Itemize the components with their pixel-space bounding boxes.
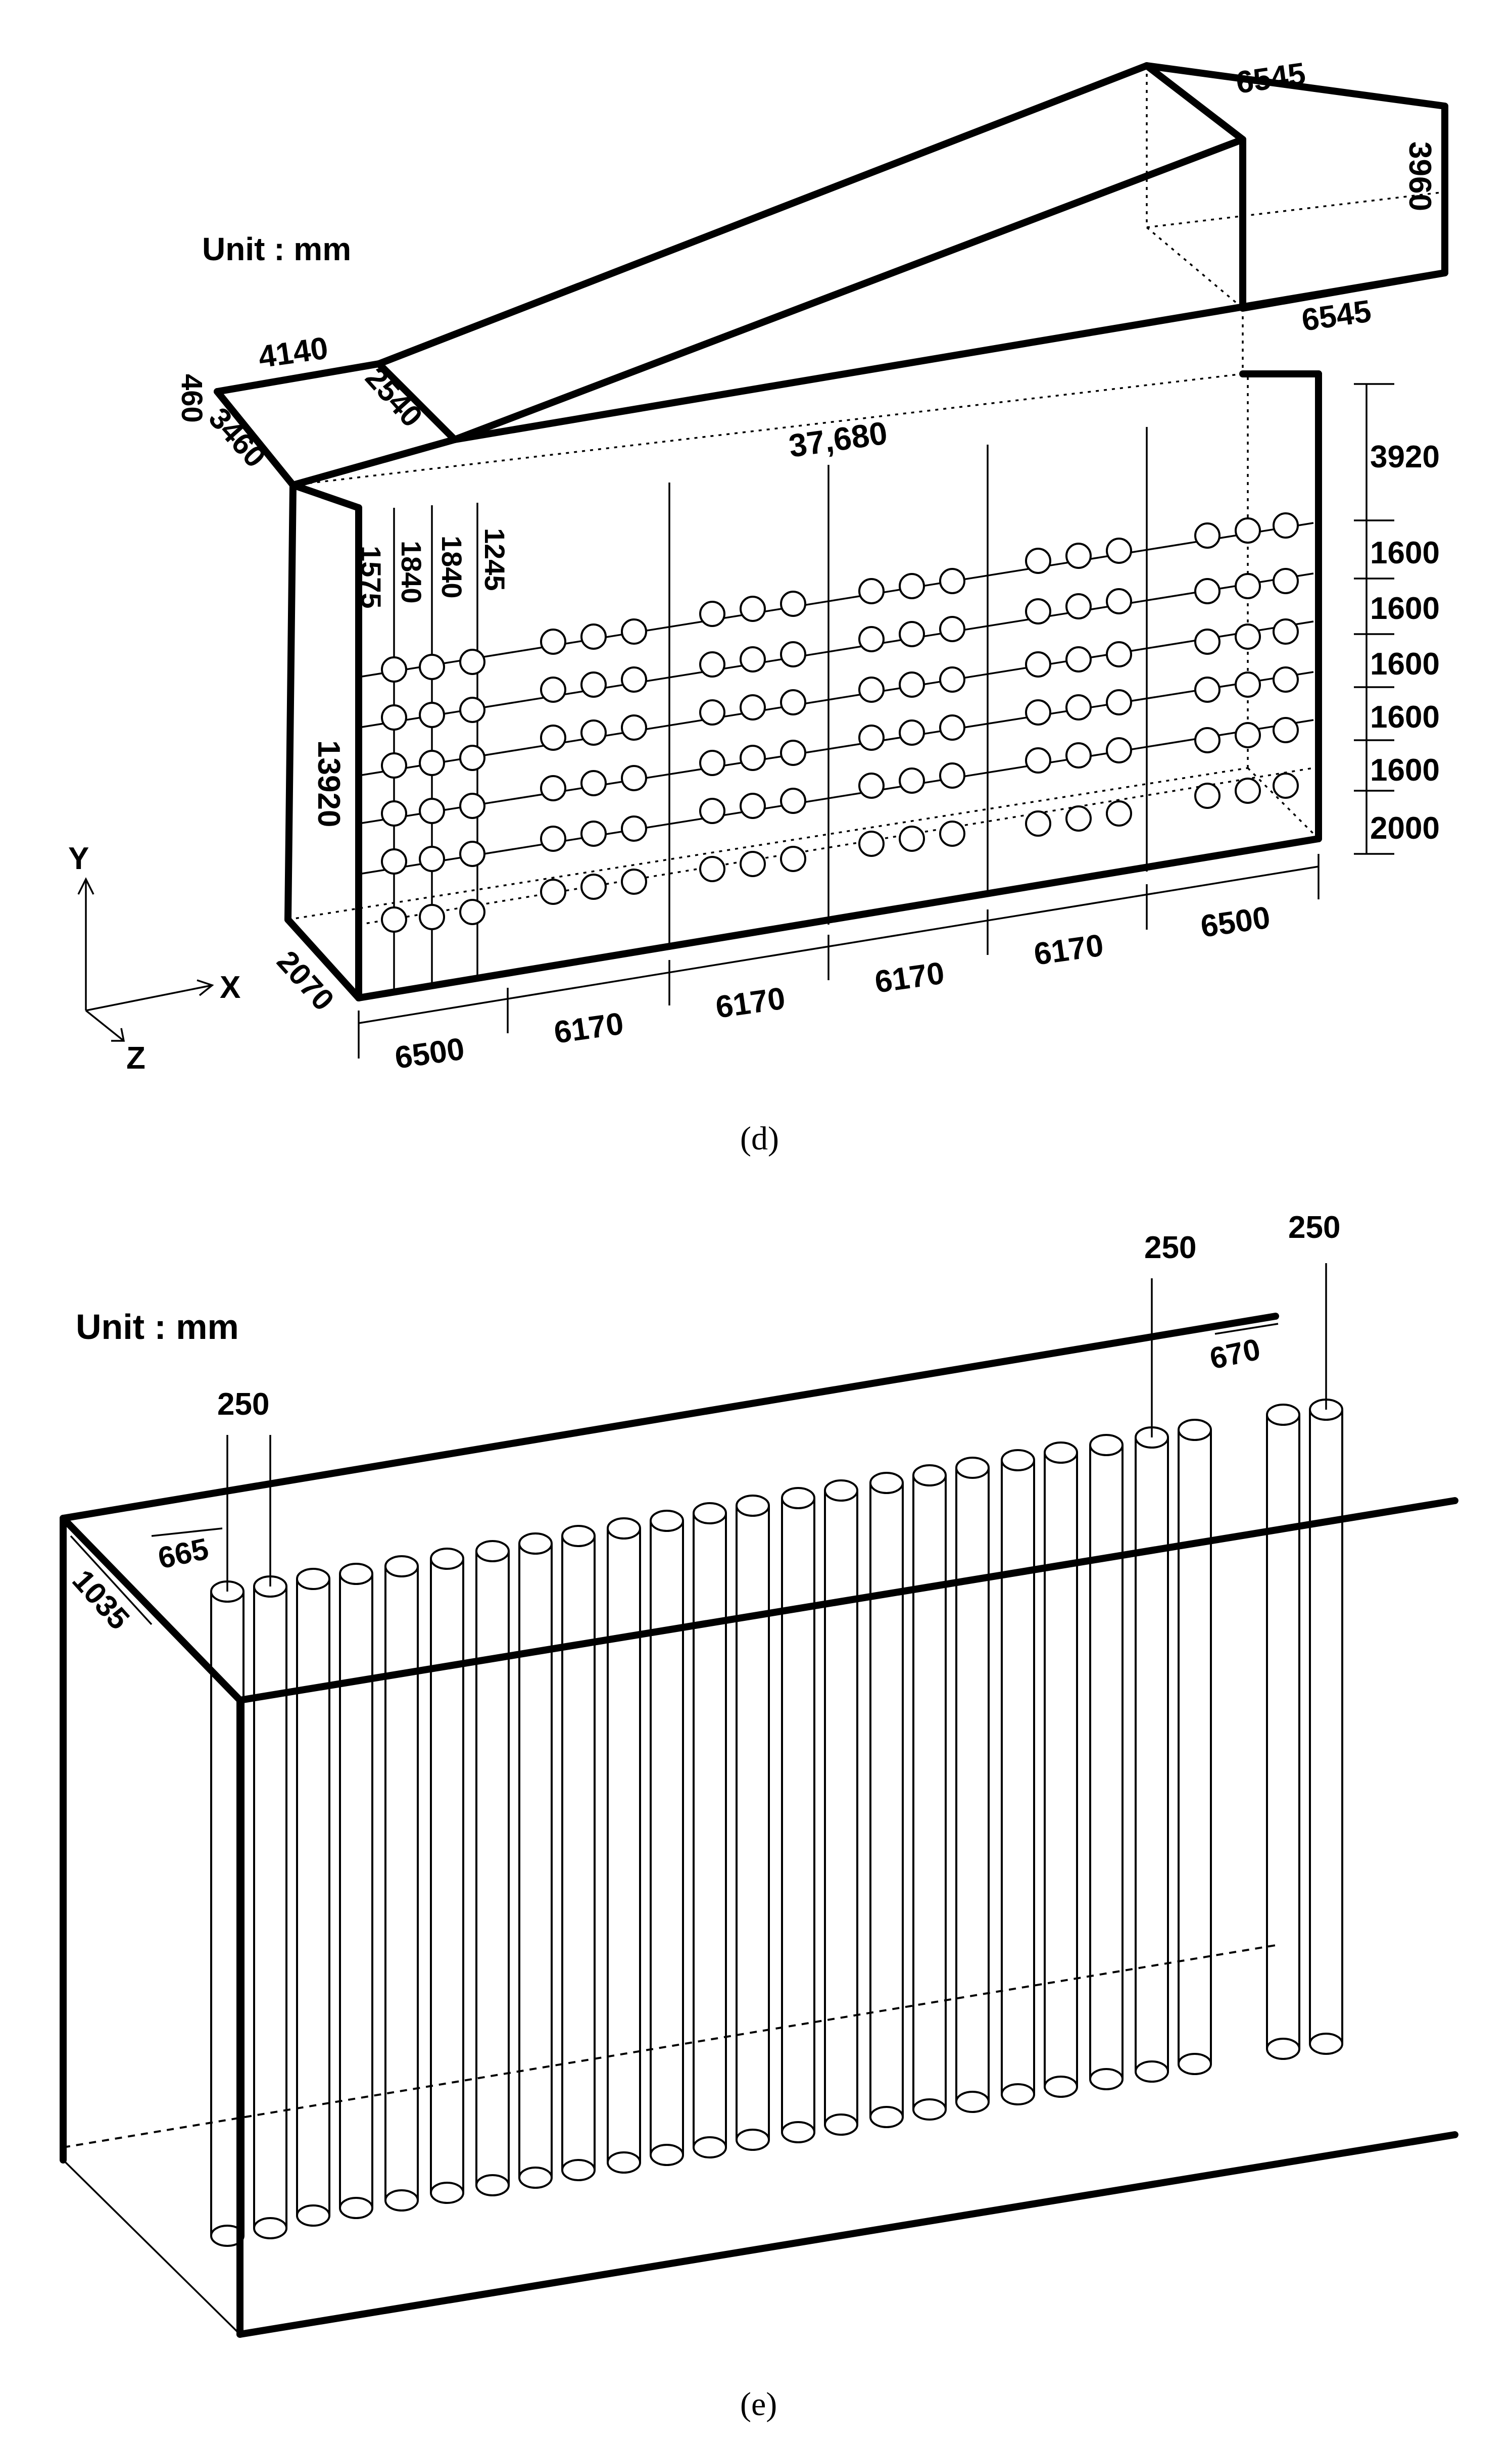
label-6170-c: 6170: [872, 955, 946, 1000]
label-duct-start-width: 2540: [359, 361, 429, 434]
bottom-dimension-ticks: [358, 854, 1320, 1059]
label-6170-a: 6170: [552, 1006, 625, 1050]
label-1575: 1575: [355, 546, 387, 609]
tube-array: [210, 1399, 1343, 2247]
label-1035: 1035: [66, 1563, 136, 1636]
row-lines: [358, 522, 1314, 926]
label-250-right-a: 250: [1144, 1230, 1196, 1265]
label-duct-end-width: 6545: [1234, 56, 1307, 101]
label-duct-bottom-width: 6545: [1299, 294, 1373, 338]
label-250-right-b: 250: [1288, 1210, 1340, 1245]
label-overall-length: 37,680: [787, 414, 890, 464]
right-dimension-ticks: [1354, 383, 1394, 855]
label-670: 670: [1207, 1332, 1263, 1375]
panel-d: Unit : mm 6545 3960 6545 4140 2540 460 3…: [68, 56, 1448, 1157]
label-1600-d: 1600: [1370, 700, 1440, 735]
axis-y-label: Y: [68, 841, 89, 876]
label-6500-a: 6500: [393, 1031, 466, 1076]
furnace-box: [214, 360, 1322, 1001]
label-6500-b: 6500: [1198, 900, 1272, 944]
label-665: 665: [155, 1531, 212, 1575]
label-1600-a: 1600: [1370, 536, 1440, 570]
burner-holes: [381, 512, 1299, 933]
inlet-duct: [375, 62, 1448, 443]
label-1600-e: 1600: [1370, 753, 1440, 788]
unit-label: Unit : mm: [202, 231, 351, 267]
label-1600-b: 1600: [1370, 591, 1440, 626]
label-3920: 3920: [1370, 440, 1440, 474]
panel-e: Unit : mm 250 665 1035 250 250 670 (e): [60, 1210, 1458, 2423]
box-outline: [60, 1313, 1458, 2338]
label-1840-b: 1840: [436, 536, 468, 599]
dimension-leaders: [70, 1263, 1327, 1625]
label-1840-a: 1840: [396, 541, 427, 604]
axis-x-label: X: [220, 970, 240, 1005]
caption-e: (e): [740, 2386, 777, 2423]
label-6170-b: 6170: [713, 981, 787, 1025]
label-3460: 3460: [202, 401, 272, 474]
label-1600-c: 1600: [1370, 647, 1440, 682]
label-total-height: 13920: [311, 740, 346, 827]
label-duct-start-length: 4140: [256, 330, 330, 375]
label-2000: 2000: [1370, 811, 1440, 846]
caption-d: (d): [740, 1120, 779, 1157]
axis-z-label: Z: [126, 1041, 145, 1076]
label-1245: 1245: [479, 528, 511, 591]
label-duct-end-height: 3960: [1402, 141, 1437, 211]
label-460: 460: [175, 374, 208, 423]
unit-label-e: Unit : mm: [76, 1307, 239, 1347]
section-lines: [393, 427, 1148, 993]
label-depth: 2070: [270, 944, 340, 1017]
label-6170-d: 6170: [1032, 928, 1105, 972]
label-250-left: 250: [217, 1387, 269, 1422]
axis-triad: [77, 877, 214, 1042]
